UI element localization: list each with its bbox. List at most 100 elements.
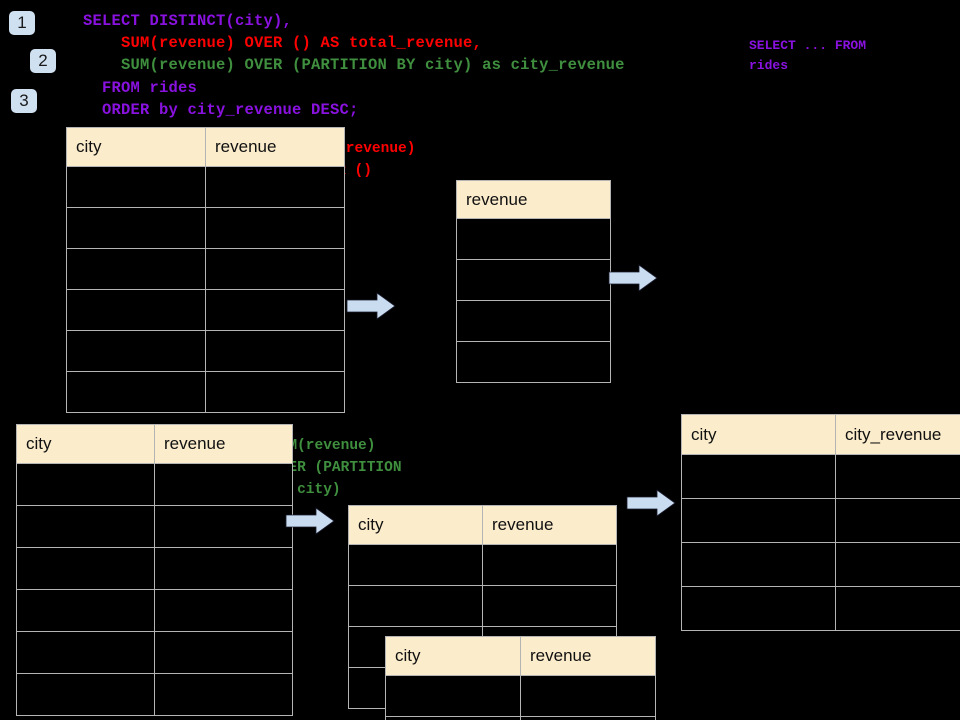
table-header-row: city revenue — [385, 636, 656, 676]
cell-city — [681, 542, 836, 587]
table-header-row: revenue — [456, 180, 611, 219]
cell-city — [681, 498, 836, 543]
table-row — [681, 454, 960, 499]
cell-revenue — [482, 585, 617, 627]
arrow-source-to-partition — [284, 505, 336, 542]
column-header-city: city — [385, 636, 521, 676]
cell-city — [66, 248, 206, 290]
cell-revenue — [154, 505, 293, 548]
partition-table-front: city revenue — [385, 636, 656, 720]
cell-revenue — [205, 166, 345, 208]
table-header-row: city revenue — [348, 505, 617, 545]
step-badge-1[interactable]: 1 — [9, 11, 35, 35]
column-header-revenue: revenue — [154, 424, 293, 464]
cell-city — [66, 371, 206, 413]
cell-city — [385, 675, 521, 717]
column-header-revenue: revenue — [482, 505, 617, 545]
cell-city — [66, 207, 206, 249]
cell-city — [348, 544, 483, 586]
sql-line-sum-over-partition: SUM(revenue) OVER (PARTITION BY city) as… — [83, 56, 625, 74]
total-revenue-table: revenue — [456, 180, 611, 383]
cell-city-revenue — [835, 542, 960, 587]
cell-revenue — [456, 259, 611, 301]
cell-revenue — [154, 547, 293, 590]
rides-source-table-bottom: city revenue — [16, 424, 293, 716]
column-header-city: city — [66, 127, 206, 167]
arrow-partition-to-result — [625, 487, 677, 524]
cell-revenue — [205, 371, 345, 413]
cell-city-revenue — [835, 498, 960, 543]
cell-city — [66, 330, 206, 372]
column-header-revenue: revenue — [205, 127, 345, 167]
cell-city — [66, 289, 206, 331]
column-header-city-revenue: city_revenue — [835, 414, 960, 455]
table-header-row: city revenue — [66, 127, 345, 167]
table-row — [16, 589, 293, 632]
cell-city — [66, 166, 206, 208]
arrow-right-icon — [608, 264, 658, 292]
step-badge-2[interactable]: 2 — [30, 49, 56, 73]
cell-revenue — [205, 207, 345, 249]
final-result-table: city city_revenue — [681, 414, 960, 631]
table-row — [385, 675, 656, 717]
arrow-right-icon — [285, 507, 335, 535]
table-row — [681, 586, 960, 631]
rides-source-table-top: city revenue — [66, 127, 345, 413]
sql-line-order-by: ORDER by city_revenue DESC; — [83, 101, 359, 119]
cell-revenue — [154, 631, 293, 674]
cell-city — [16, 505, 155, 548]
cell-city-revenue — [835, 586, 960, 631]
table-row — [681, 498, 960, 543]
table-row — [348, 585, 617, 627]
table-row — [66, 289, 345, 331]
arrow-right-icon — [626, 489, 676, 517]
table-row — [66, 371, 345, 413]
table-row — [681, 542, 960, 587]
table-row — [456, 259, 611, 301]
cell-revenue — [205, 330, 345, 372]
table-row — [456, 341, 611, 383]
cell-city — [16, 463, 155, 506]
cell-city — [16, 547, 155, 590]
cell-city — [681, 454, 836, 499]
table-row — [385, 716, 656, 720]
sql-line-select-distinct: SELECT DISTINCT(city), — [83, 12, 293, 30]
table-row — [456, 300, 611, 342]
cell-revenue — [456, 300, 611, 342]
table-row — [66, 248, 345, 290]
column-header-city: city — [348, 505, 483, 545]
cell-revenue — [205, 248, 345, 290]
column-header-city: city — [16, 424, 155, 464]
cell-revenue — [520, 716, 656, 720]
table-row — [16, 463, 293, 506]
cell-city — [385, 716, 521, 720]
cell-revenue — [205, 289, 345, 331]
table-row — [348, 544, 617, 586]
table-row — [456, 218, 611, 260]
cell-city — [681, 586, 836, 631]
table-header-row: city city_revenue — [681, 414, 960, 455]
table-row — [16, 673, 293, 716]
table-row — [66, 207, 345, 249]
cell-city — [16, 673, 155, 716]
table-row — [16, 631, 293, 674]
arrow-total-to-result — [607, 262, 659, 299]
cell-revenue — [482, 544, 617, 586]
column-header-revenue: revenue — [456, 180, 611, 219]
arrow-source-to-total — [345, 290, 397, 327]
cell-city-revenue — [835, 454, 960, 499]
step-badge-3[interactable]: 3 — [11, 89, 37, 113]
partition-table-back: city revenue — [348, 505, 617, 709]
cell-revenue — [154, 463, 293, 506]
table-row — [16, 505, 293, 548]
sql-line-sum-over-empty: SUM(revenue) OVER () AS total_revenue, — [83, 34, 483, 52]
table-row — [66, 330, 345, 372]
annotation-select-from-rides: SELECT ... FROM rides — [749, 38, 867, 73]
cell-revenue — [154, 589, 293, 632]
cell-revenue — [520, 675, 656, 717]
cell-revenue — [456, 341, 611, 383]
table-header-row: city revenue — [16, 424, 293, 464]
arrow-right-icon — [346, 292, 396, 320]
column-header-revenue: revenue — [520, 636, 656, 676]
